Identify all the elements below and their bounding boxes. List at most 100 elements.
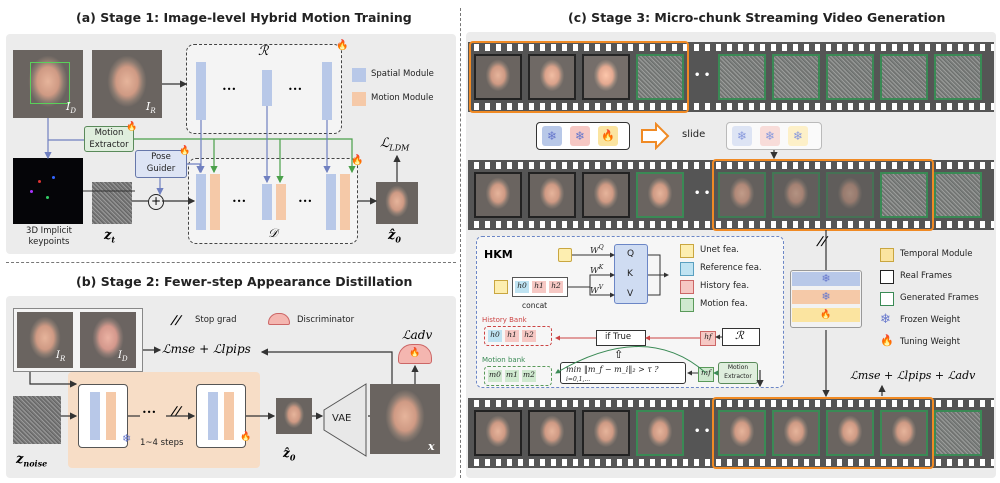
temporal-frozen-2: ❄ bbox=[792, 290, 860, 304]
s2-spatial bbox=[208, 392, 218, 440]
stage3-connectors bbox=[756, 150, 886, 398]
d-motion-1 bbox=[210, 174, 220, 230]
legend-motionfea-label: Motion fea. bbox=[700, 299, 748, 309]
legend-history-label: History fea. bbox=[700, 281, 750, 291]
fire-icon: 🔥 bbox=[179, 146, 191, 156]
img-d-label: ID bbox=[66, 100, 76, 116]
bank-h1: h1 bbox=[505, 330, 519, 342]
d-dots-2: ••• bbox=[298, 197, 313, 206]
generated-frame bbox=[880, 54, 928, 100]
real-frame bbox=[582, 54, 630, 100]
concat-unet-token bbox=[494, 280, 508, 294]
fire-icon: 🔥 bbox=[336, 40, 349, 51]
legend-spatial-label: Spatial Module bbox=[371, 69, 434, 79]
keypoint-dot bbox=[46, 196, 49, 199]
hkm-label: HKM bbox=[484, 248, 513, 261]
z0-label-2: ẑ0 bbox=[283, 446, 296, 463]
w-frozen-1: ❄ bbox=[542, 126, 562, 146]
legend-history-swatch bbox=[680, 280, 694, 294]
noisy-latent-zt bbox=[92, 182, 132, 224]
s2-motion bbox=[224, 392, 234, 440]
d-spatial-3 bbox=[326, 174, 336, 230]
motion-extractor-box bbox=[84, 126, 134, 152]
decoded-image bbox=[370, 384, 440, 454]
window-highlight-1 bbox=[469, 41, 689, 113]
s1-spatial bbox=[90, 392, 100, 440]
wk-label: WK bbox=[590, 264, 604, 276]
s1-motion bbox=[106, 392, 116, 440]
image-reference bbox=[17, 312, 73, 368]
w-tune-3: 🔥 bbox=[598, 126, 618, 146]
real-frame bbox=[528, 54, 576, 100]
x-label: x bbox=[428, 440, 435, 453]
generated-frame bbox=[880, 172, 928, 218]
ref-net-mini-label: ℛ bbox=[735, 329, 744, 342]
stage1-title: (a) Stage 1: Image-level Hybrid Motion T… bbox=[76, 10, 412, 25]
real-frame bbox=[582, 172, 630, 218]
generated-frame bbox=[934, 172, 982, 218]
adv-loss-label: ℒadv bbox=[402, 328, 433, 342]
legend-motionfea-swatch bbox=[680, 298, 694, 312]
fire-icon: 🔥 bbox=[351, 155, 364, 166]
q-label: Q bbox=[627, 249, 635, 259]
ref-spatial-3 bbox=[322, 62, 332, 120]
generated-frame bbox=[826, 54, 874, 100]
vae-label: VAE bbox=[332, 413, 352, 424]
image-driving bbox=[13, 50, 83, 118]
bank-m2: m2 bbox=[522, 370, 536, 382]
legend-tuning-label: Tuning Weight bbox=[900, 337, 961, 347]
keypoints-label: 3D Implicit keypoints bbox=[26, 226, 72, 247]
fire-icon: 🔥 bbox=[409, 348, 421, 358]
snowflake-icon: ❄ bbox=[880, 312, 891, 327]
film-dots-3: • • bbox=[694, 426, 711, 437]
film-dots-2: • • bbox=[694, 188, 711, 199]
up-arrow-icon: ⇧ bbox=[614, 348, 624, 361]
legend-temporal-label: Temporal Module bbox=[900, 249, 973, 259]
slide-arrow-icon bbox=[641, 122, 670, 150]
legend-spatial-swatch bbox=[352, 68, 366, 82]
condition-label: min ‖m_f − m_i‖₂ > τ ? bbox=[566, 365, 659, 374]
real-frame bbox=[474, 410, 522, 456]
discriminator-legend-icon bbox=[268, 313, 290, 325]
generated-frame bbox=[772, 172, 820, 218]
keypoint-dot bbox=[30, 190, 33, 193]
window-highlight-3 bbox=[712, 397, 934, 469]
w-frozen-b: ❄ bbox=[760, 126, 780, 146]
stage1-connectors bbox=[44, 80, 401, 205]
history-bank-label: History Bank bbox=[482, 316, 527, 324]
output-latent-image bbox=[276, 398, 312, 434]
wv-label: WV bbox=[590, 284, 604, 296]
fire-icon: 🔥 bbox=[126, 122, 138, 132]
stage3-loss-label: ℒmse + ℒlpips + ℒadv bbox=[850, 369, 976, 382]
generated-frame bbox=[772, 410, 820, 456]
window-highlight-2 bbox=[712, 159, 934, 231]
ref-dots-2: ••• bbox=[288, 85, 303, 94]
real-frame bbox=[528, 172, 576, 218]
fire-icon: 🔥 bbox=[240, 432, 252, 442]
ref-net-mini bbox=[722, 328, 760, 346]
qkv-box bbox=[614, 244, 648, 304]
legend-reference-swatch bbox=[680, 262, 694, 276]
w-frozen-a: ❄ bbox=[732, 126, 752, 146]
d-motion-2 bbox=[276, 184, 286, 220]
generated-frame bbox=[718, 172, 766, 218]
generated-frame bbox=[718, 54, 766, 100]
temporal-tuning: 🔥 bbox=[792, 308, 860, 322]
bank-h2: h2 bbox=[522, 330, 536, 342]
zt-label: zt bbox=[104, 228, 116, 245]
stage2-title: (b) Stage 2: Fewer-step Appearance Disti… bbox=[76, 274, 413, 289]
legend-reference-label: Reference fea. bbox=[700, 263, 762, 273]
real-frame bbox=[528, 410, 576, 456]
legend-unet-swatch bbox=[680, 244, 694, 258]
legend-unet-label: Unet fea. bbox=[700, 245, 740, 255]
stage3-title: (c) Stage 3: Micro-chunk Streaming Video… bbox=[568, 10, 946, 25]
motion-extractor-label: Motion Extractor bbox=[89, 128, 129, 150]
generated-frame bbox=[826, 410, 874, 456]
output-image bbox=[376, 182, 418, 224]
keypoint-dot bbox=[52, 176, 55, 179]
student-net-2 bbox=[196, 384, 246, 448]
motion-bank-label: Motion bank bbox=[482, 356, 526, 364]
wq-label: WQ bbox=[590, 244, 604, 256]
generated-frame bbox=[636, 54, 684, 100]
denoising-net-label: 𝒟 bbox=[268, 226, 278, 240]
